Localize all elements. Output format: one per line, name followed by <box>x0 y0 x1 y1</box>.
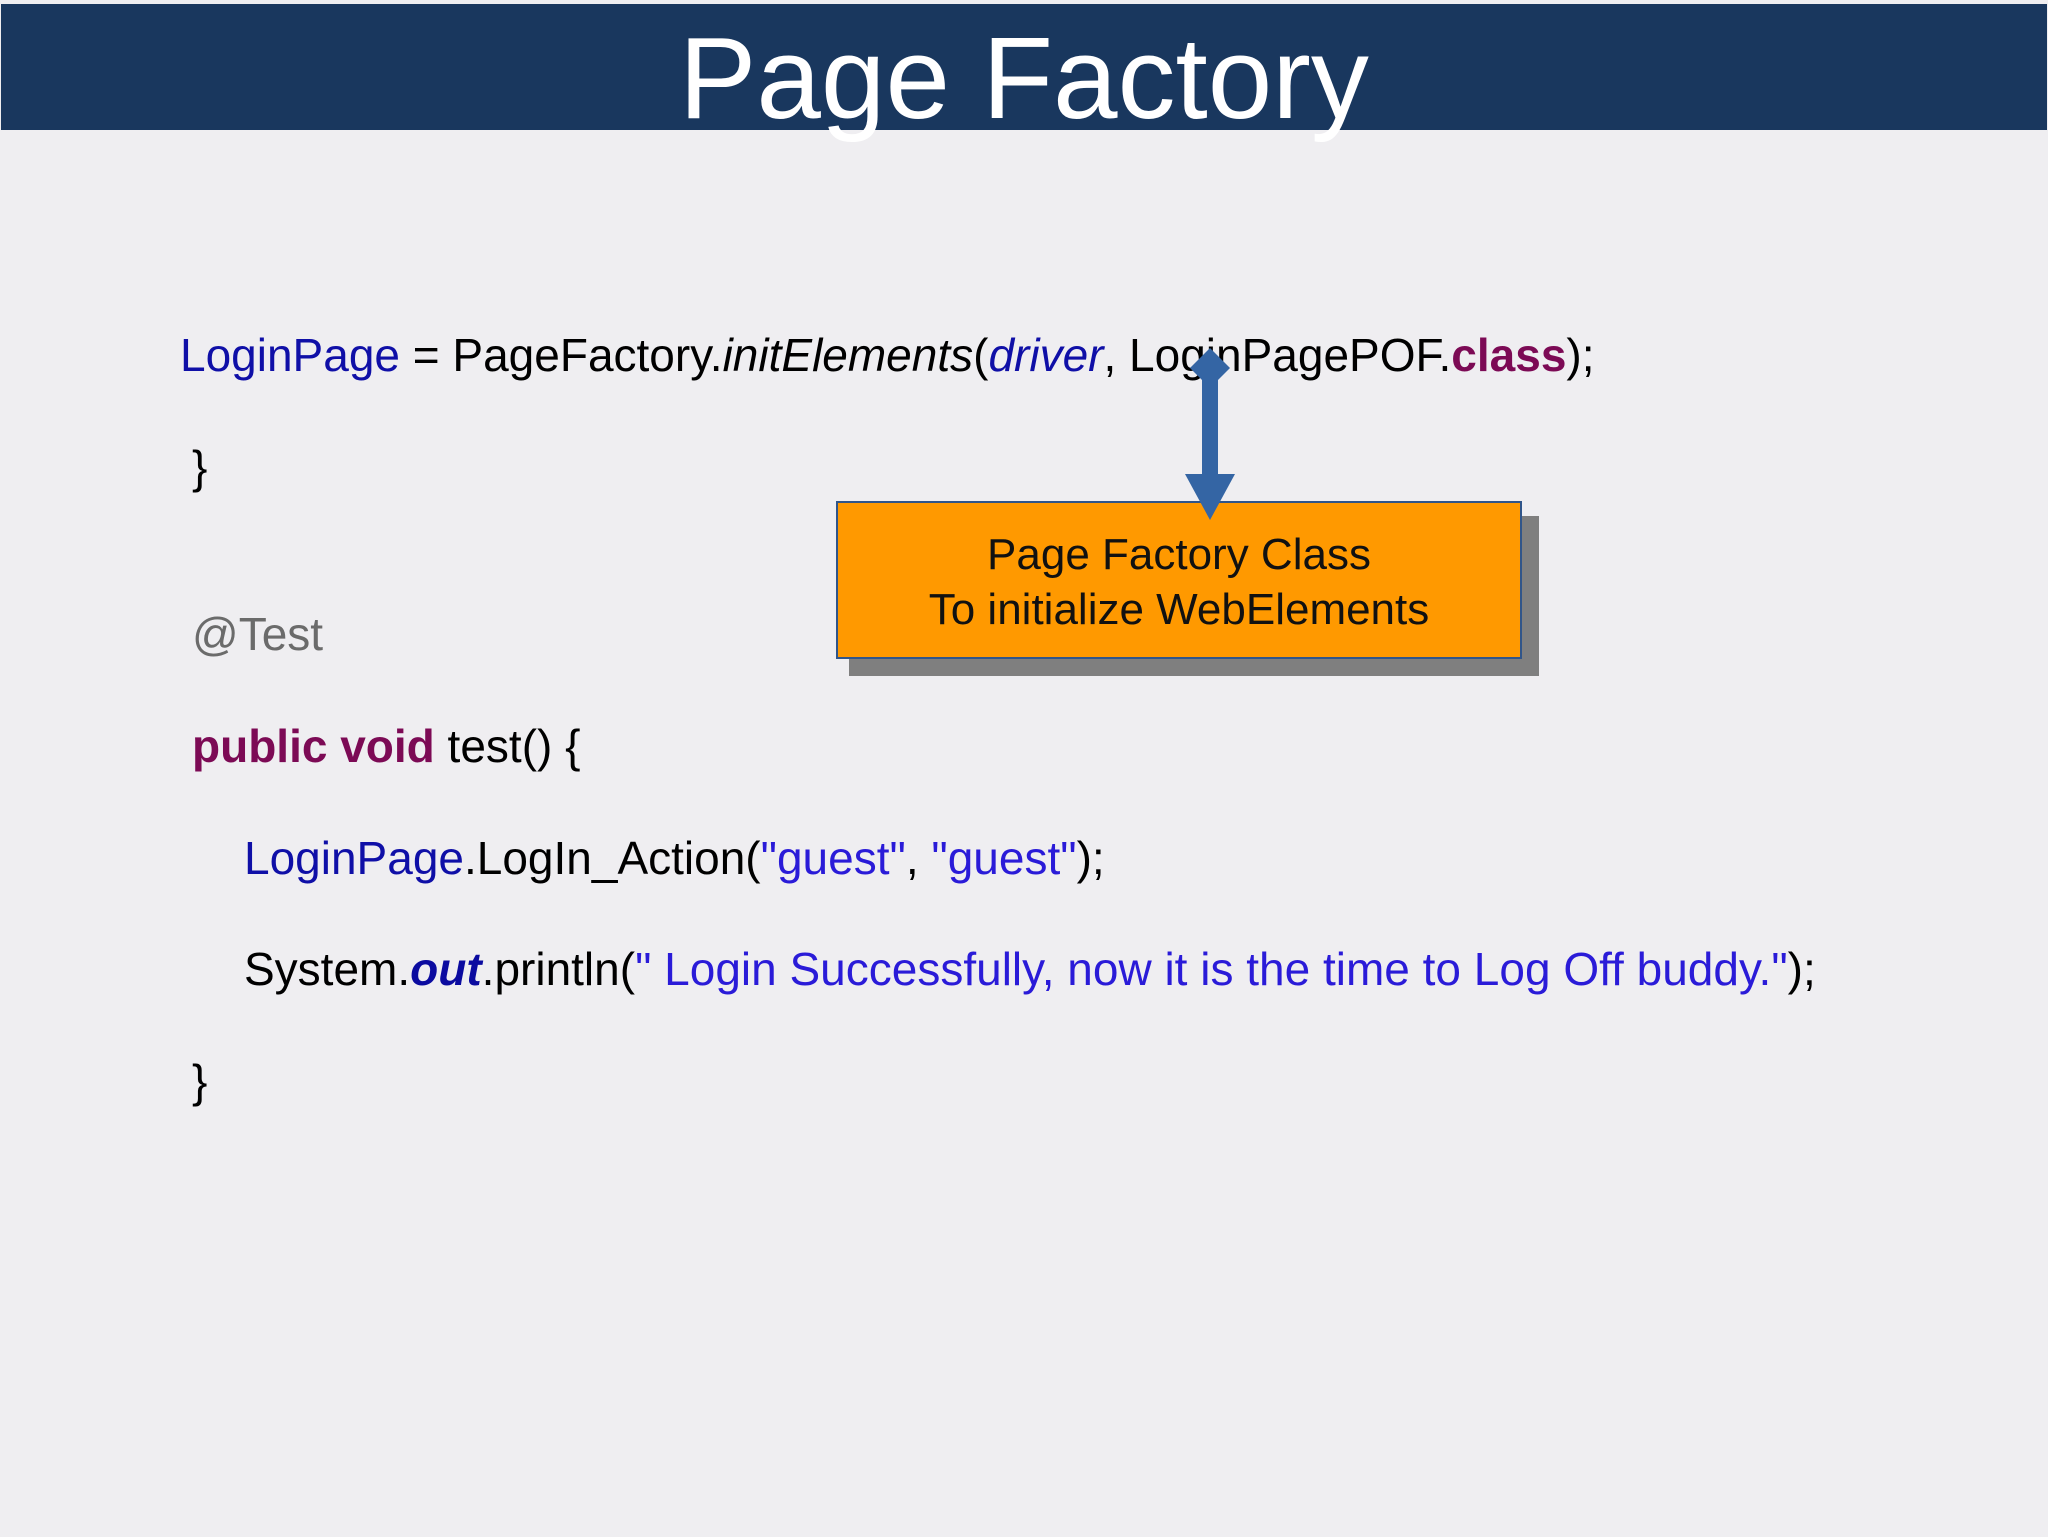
arrow-pointer <box>1185 474 1235 520</box>
code-token-login-action: .LogIn_Action( <box>463 832 761 884</box>
code-line-test-annotation: @Test <box>192 608 324 660</box>
code-line-init-elements: LoginPage = PageFactory.initElements(dri… <box>180 327 1595 383</box>
code-token-guest-2: "guest" <box>931 832 1077 884</box>
code-line-close-brace: } <box>192 441 208 493</box>
code-token-loginpage-obj: LoginPage <box>244 832 464 884</box>
code-token-loginpagepof: , LoginPagePOF. <box>1103 329 1452 381</box>
code-token-guest-1: "guest" <box>760 832 906 884</box>
code-token-driver: driver <box>988 329 1104 381</box>
code-token-close: ); <box>1076 832 1105 884</box>
code-token-pagefactory: = PageFactory. <box>399 329 723 381</box>
code-line-println: System.out.println(" Login Successfully,… <box>244 941 1816 997</box>
slide-title: Page Factory <box>679 13 1369 143</box>
code-line-final-brace: } <box>192 1055 208 1107</box>
code-token-public-void: public void <box>192 720 435 772</box>
code-line-method-signature: public void test() { <box>192 718 581 774</box>
code-line-login-action: LoginPage.LogIn_Action("guest", "guest")… <box>244 830 1105 886</box>
title-bar: Page Factory <box>1 4 2047 143</box>
callout-arrow-icon <box>1185 348 1235 520</box>
code-token-open-paren: ( <box>973 329 989 381</box>
code-token-out: out <box>410 943 482 995</box>
code-token-message-string: " Login Successfully, now it is the time… <box>635 943 1788 995</box>
code-token-loginpage: LoginPage <box>180 329 400 381</box>
callout-box: Page Factory Class To initialize WebElem… <box>836 501 1522 659</box>
code-token-system: System. <box>244 943 411 995</box>
code-token-class-keyword: class <box>1451 329 1567 381</box>
code-token-initelements: initElements <box>722 329 974 381</box>
code-token-close: ); <box>1787 943 1816 995</box>
callout-line-2: To initialize WebElements <box>928 585 1430 634</box>
code-token-println: .println( <box>481 943 636 995</box>
code-token-test-method: test() { <box>434 720 581 772</box>
code-token-comma: , <box>905 832 932 884</box>
callout-line-1: Page Factory Class <box>987 530 1371 579</box>
code-token-close: ); <box>1566 329 1595 381</box>
arrow-shaft <box>1202 368 1218 484</box>
